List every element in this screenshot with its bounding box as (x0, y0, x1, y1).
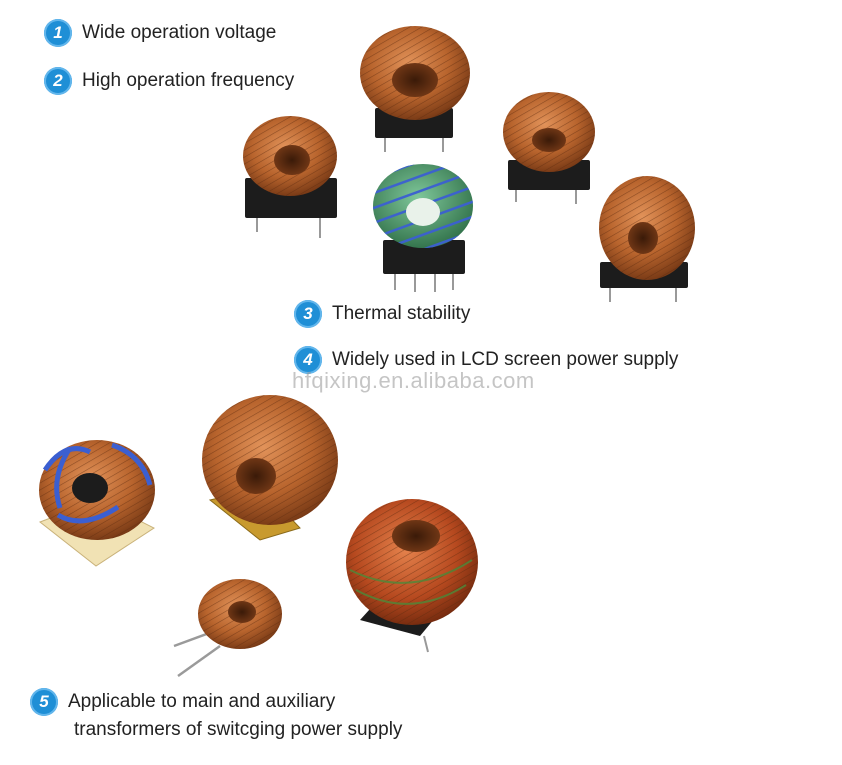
feature-item-3: 3 Thermal stability (294, 300, 470, 328)
feature-text-block: Applicable to main and auxiliary transfo… (68, 688, 402, 744)
toroid-8 (173, 579, 282, 678)
toroid-1 (360, 26, 470, 152)
toroid-7 (202, 395, 338, 541)
feature-item-4: 4 Widely used in LCD screen power supply (294, 346, 678, 374)
feature-text: Thermal stability (332, 303, 471, 324)
feature-text-line-2: transformers of switcging power supply (74, 719, 403, 740)
number-badge: 1 (44, 19, 72, 47)
toroid-5 (599, 176, 695, 302)
toroid-3 (503, 92, 595, 204)
toroid-6 (38, 440, 156, 567)
feature-text: High operation frequency (82, 70, 295, 91)
toroid-4 (373, 164, 473, 292)
number-badge: 4 (294, 346, 322, 374)
feature-text: Widely used in LCD screen power supply (332, 349, 679, 370)
feature-item-5: 5 Applicable to main and auxiliary trans… (30, 688, 402, 744)
feature-text: Wide operation voltage (82, 22, 277, 43)
watermark: hfqixing.en.alibaba.com (292, 368, 535, 393)
number-badge: 2 (44, 67, 72, 95)
toroid-2 (243, 116, 337, 238)
toroid-9 (346, 499, 478, 653)
feature-text-line-1: Applicable to main and auxiliary (68, 691, 336, 712)
feature-item-1: 1 Wide operation voltage (44, 19, 276, 47)
number-badge: 3 (294, 300, 322, 328)
feature-item-2: 2 High operation frequency (44, 67, 294, 95)
number-badge: 5 (30, 688, 58, 716)
